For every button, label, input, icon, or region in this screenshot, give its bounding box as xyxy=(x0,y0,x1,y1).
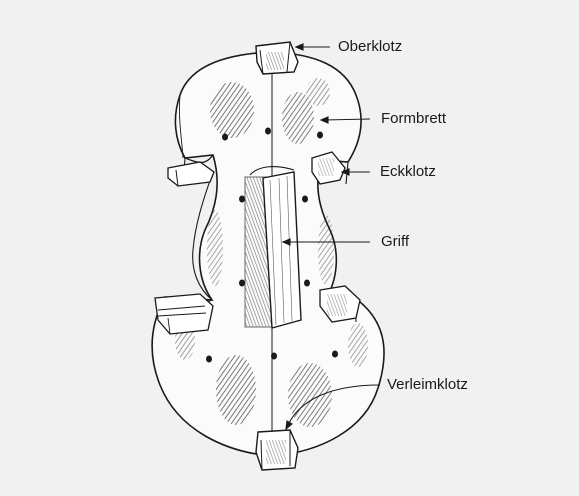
label-oberklotz: Oberklotz xyxy=(338,38,402,56)
label-eckklotz: Eckklotz xyxy=(380,163,436,181)
eckklotz-upper-left xyxy=(168,162,214,186)
label-griff: Griff xyxy=(381,233,409,251)
label-formbrett: Formbrett xyxy=(381,110,446,128)
oberklotz-block xyxy=(256,42,298,74)
griff-handle xyxy=(245,167,301,328)
label-verleimklotz: Verleimklotz xyxy=(387,376,468,394)
verleimklotz-block xyxy=(256,430,298,470)
